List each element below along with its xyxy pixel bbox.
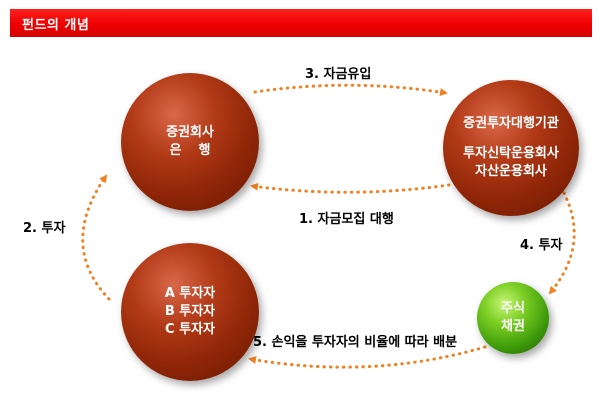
investor-c-label: C 투자자 — [165, 322, 215, 337]
investor-b-label: B 투자자 — [164, 304, 216, 319]
asset-manager-node: 증권투자대행기관 투자신탁운용회사 자산운용회사 — [443, 80, 579, 216]
stocks-bonds-node: 주식 채권 — [477, 282, 549, 354]
securities-bank-node: 증권회사 은행 — [121, 73, 259, 211]
bonds-label: 채권 — [501, 319, 525, 334]
arrow-solicit — [250, 182, 451, 194]
arrow-inflow — [253, 83, 448, 97]
stocks-label: 주식 — [501, 301, 525, 316]
flow-label-invest-fund: 2. 투자 — [23, 221, 66, 236]
flow-label-inflow: 3. 자금유입 — [305, 67, 372, 82]
bank-label: 은행 — [169, 143, 228, 158]
page-title: 펀드의 개념 — [22, 17, 90, 33]
arrow-distribute — [248, 345, 487, 369]
flow-label-invest-assets: 4. 투자 — [520, 238, 563, 253]
page-header: 펀드의 개념 — [10, 9, 592, 37]
arrow-invest-assets — [548, 191, 576, 295]
flow-label-distribute: 5. 손익을 투자자의 비율에 따라 배분 — [253, 335, 458, 350]
flow-label-solicit: 1. 자금모집 대행 — [299, 212, 394, 227]
investor-a-label: A 투자자 — [164, 286, 216, 301]
securities-label: 증권회사 — [166, 125, 214, 140]
asset-company-label: 자산운용회사 — [475, 164, 547, 179]
arrow-invest-fund — [81, 174, 111, 301]
investors-node: A 투자자 B 투자자 C 투자자 — [121, 243, 259, 381]
trust-company-label: 투자신탁운용회사 — [463, 146, 559, 161]
agency-label: 증권투자대행기관 — [463, 116, 559, 131]
